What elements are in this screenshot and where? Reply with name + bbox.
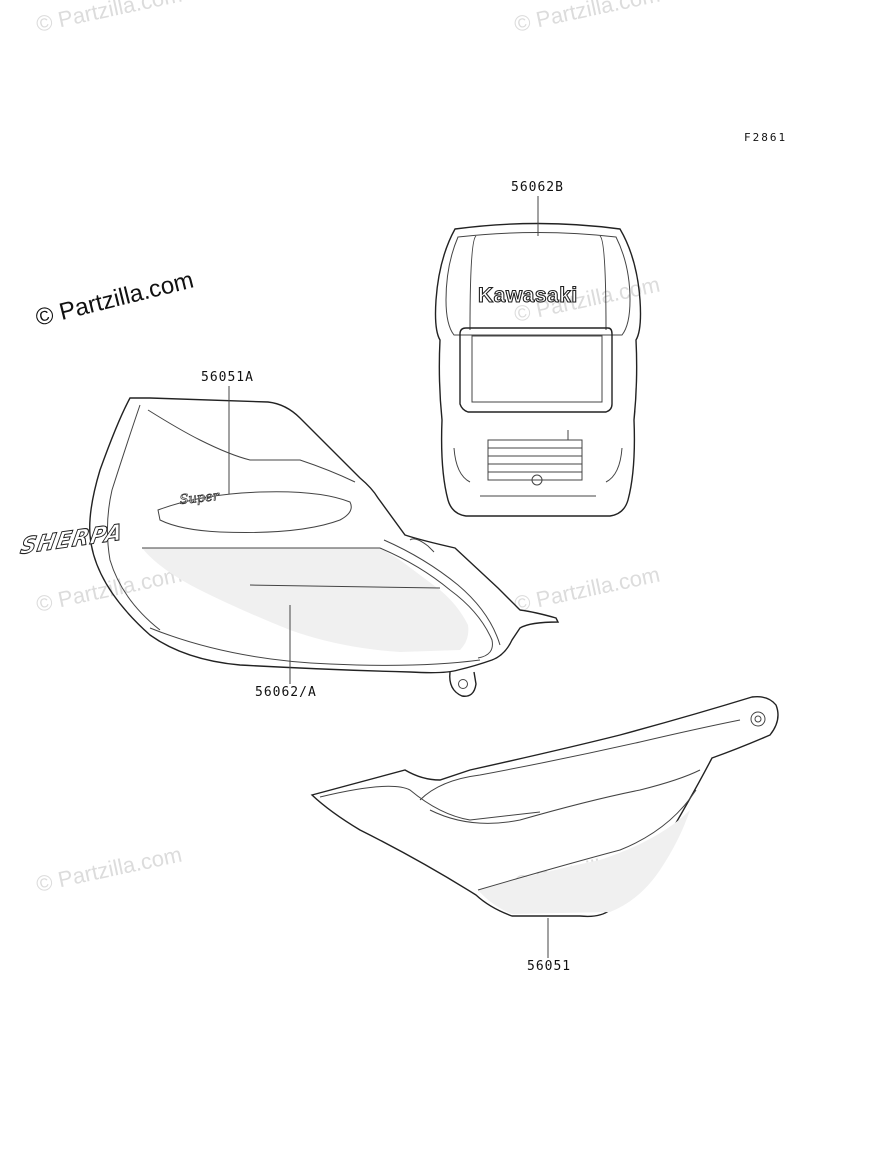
part-number-label[interactable]: 56062B (511, 180, 564, 195)
part-number-label[interactable]: 56062/A (255, 685, 317, 700)
callout-56062-A[interactable]: 56062/A (255, 605, 317, 700)
watermark: © Partzilla.com (512, 562, 662, 617)
watermark: © Partzilla.com (34, 0, 184, 37)
callout-56062B[interactable]: 56062B (511, 180, 564, 236)
kawasaki-logo: Kawasaki (478, 284, 578, 307)
callout-56051A[interactable]: 56051A (201, 370, 254, 494)
watermark: © Partzilla.com (512, 0, 662, 37)
copyright-text: © Partzilla.com (33, 267, 196, 332)
vent-grille (487, 430, 583, 481)
side-cover (310, 695, 779, 918)
tank-shroud: Super SHERPA (18, 397, 560, 697)
figure-code: F2861 (744, 131, 787, 144)
headlight-cover: Kawasaki (434, 222, 642, 517)
part-number-label[interactable]: 56051A (201, 370, 254, 385)
callout-56051[interactable]: 56051 (527, 918, 571, 974)
watermark: © Partzilla.com (34, 842, 184, 897)
part-number-label[interactable]: 56051 (527, 959, 571, 974)
super-script-logo: Super (179, 489, 221, 508)
